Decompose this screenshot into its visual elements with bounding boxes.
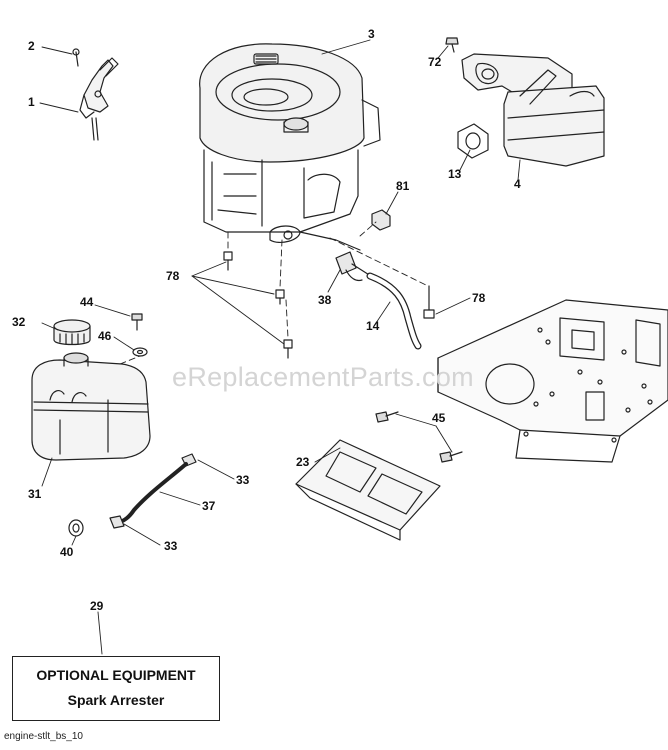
callout-13: 13 — [448, 167, 462, 181]
muffler-part — [461, 53, 605, 167]
callout-14: 14 — [366, 319, 380, 333]
fuel-tank-part — [31, 352, 151, 461]
screw-44-part — [131, 313, 143, 331]
optional-equipment-box: OPTIONAL EQUIPMENT Spark Arrester — [12, 656, 220, 721]
callout-3: 3 — [368, 27, 375, 41]
spark-arrester-label: Spark Arrester — [67, 692, 165, 708]
callout-4: 4 — [514, 177, 521, 191]
callout-1: 1 — [28, 95, 35, 109]
callout-45: 45 — [432, 411, 446, 425]
callout-23: 23 — [296, 455, 310, 469]
bolt-78-parts — [223, 251, 435, 359]
bolt-45-parts — [375, 411, 463, 463]
callout-29: 29 — [90, 599, 104, 613]
callout-40: 40 — [60, 545, 74, 559]
washer-46-part — [132, 347, 148, 357]
grommet-40-part — [68, 519, 84, 537]
callout-81: 81 — [396, 179, 410, 193]
gasket-part — [457, 123, 489, 159]
callout-72: 72 — [428, 55, 442, 69]
callout-33-top: 33 — [236, 473, 250, 487]
diagram-id-label: engine-stlt_bs_10 — [4, 731, 83, 742]
heat-shield-part — [295, 439, 441, 541]
watermark: eReplacementParts.com — [172, 362, 474, 392]
callout-31: 31 — [28, 487, 42, 501]
callout-78-right: 78 — [472, 291, 486, 305]
nut-81-part — [371, 209, 391, 231]
hose-clamp-33b-part — [109, 515, 125, 529]
fuel-hose-37-part — [118, 462, 188, 524]
chassis-frame-part — [437, 299, 668, 463]
callout-44: 44 — [80, 295, 94, 309]
callout-78-left: 78 — [166, 269, 180, 283]
callout-37: 37 — [202, 499, 216, 513]
callout-32: 32 — [12, 315, 26, 329]
throttle-control-part — [72, 48, 119, 141]
callout-33-bottom: 33 — [164, 539, 178, 553]
fuel-hose-part — [366, 272, 422, 350]
leader-lines — [39, 39, 521, 655]
engine-part — [199, 43, 381, 251]
callout-2: 2 — [28, 39, 35, 53]
screw-72-part — [445, 37, 459, 53]
callout-38: 38 — [318, 293, 332, 307]
optional-equipment-title: OPTIONAL EQUIPMENT — [36, 667, 196, 683]
fuel-cap-part — [53, 319, 91, 346]
dashed-guide-lines — [119, 221, 429, 365]
callout-46: 46 — [98, 329, 112, 343]
